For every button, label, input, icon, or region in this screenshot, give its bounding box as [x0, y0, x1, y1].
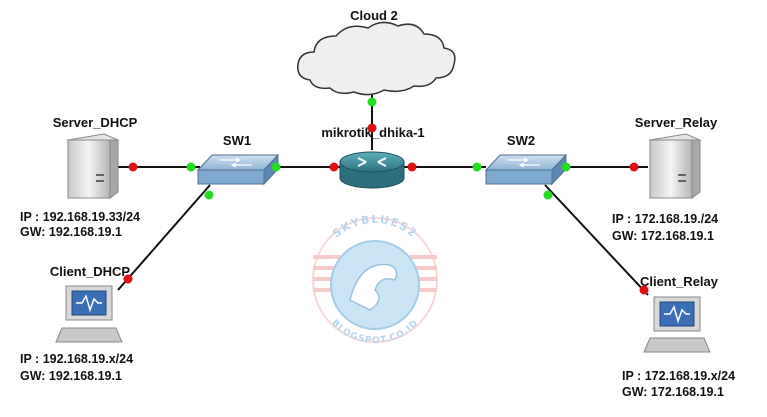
client-dhcp-ip: IP : 192.168.19.x/24: [20, 352, 133, 366]
client-relay-gw: GW: 172.168.19.1: [622, 385, 724, 399]
status-dot-up: [367, 97, 377, 107]
eagle-icon: [349, 263, 398, 311]
server-dhcp-node[interactable]: Server_DHCP IP : 192.168.19.33/24 GW: 19…: [20, 115, 140, 239]
watermark-top-text: SKYBLUES2: [330, 213, 420, 240]
status-dot-down: [329, 162, 339, 172]
sw2-label: SW2: [507, 133, 535, 148]
server-dhcp-ip: IP : 192.168.19.33/24: [20, 210, 140, 224]
cloud-icon: [297, 21, 456, 96]
server-relay-gw: GW: 172.168.19.1: [612, 229, 714, 243]
server-dhcp-gw: GW: 192.168.19.1: [20, 225, 122, 239]
link-sw2-clientrelay[interactable]: [544, 184, 649, 296]
status-dot-up: [186, 162, 196, 172]
server-icon: [649, 139, 693, 199]
client-dhcp-gw: GW: 192.168.19.1: [20, 369, 122, 383]
status-dot-down: [128, 162, 138, 172]
sw1-label: SW1: [223, 133, 251, 148]
status-dot-up: [204, 190, 214, 200]
client-dhcp-node[interactable]: Client_DHCP IP : 192.168.19.x/24 GW: 192…: [20, 264, 133, 383]
status-dot-down: [123, 274, 133, 284]
status-dot-up: [561, 162, 571, 172]
router-icon: [339, 151, 405, 173]
status-dot-down: [629, 162, 639, 172]
router-label: mikrotik_dhika-1: [321, 125, 424, 140]
status-dot-up: [271, 162, 281, 172]
client-dhcp-label: Client_DHCP: [50, 264, 131, 279]
status-dot-down: [407, 162, 417, 172]
server-relay-label: Server_Relay: [635, 115, 718, 130]
server-relay-node[interactable]: Server_Relay IP : 172.168.19./24 GW: 172…: [612, 115, 718, 243]
status-dot-down: [367, 123, 377, 133]
server-icon: [67, 139, 111, 199]
server-relay-ip: IP : 172.168.19./24: [612, 212, 718, 226]
cloud-label: Cloud 2: [350, 8, 398, 23]
client-relay-ip: IP : 172.168.19.x/24: [622, 369, 735, 383]
client-relay-node[interactable]: Client_Relay IP : 172.168.19.x/24 GW: 17…: [622, 274, 735, 399]
client-relay-label: Client_Relay: [640, 274, 719, 289]
router-node[interactable]: mikrotik_dhika-1: [321, 125, 425, 189]
link-sw1-clientdhcp[interactable]: [117, 184, 211, 291]
link-status-dots: [123, 97, 649, 295]
cloud-node[interactable]: Cloud 2: [297, 8, 456, 96]
sw1-node[interactable]: SW1: [196, 133, 280, 186]
sw2-node[interactable]: SW2: [484, 133, 568, 186]
status-dot-up: [472, 162, 482, 172]
watermark: SKYBLUES2 BLOGSPOT.CO.ID: [312, 213, 438, 346]
status-dot-down: [639, 285, 649, 295]
status-dot-up: [543, 190, 553, 200]
server-dhcp-label: Server_DHCP: [53, 115, 138, 130]
